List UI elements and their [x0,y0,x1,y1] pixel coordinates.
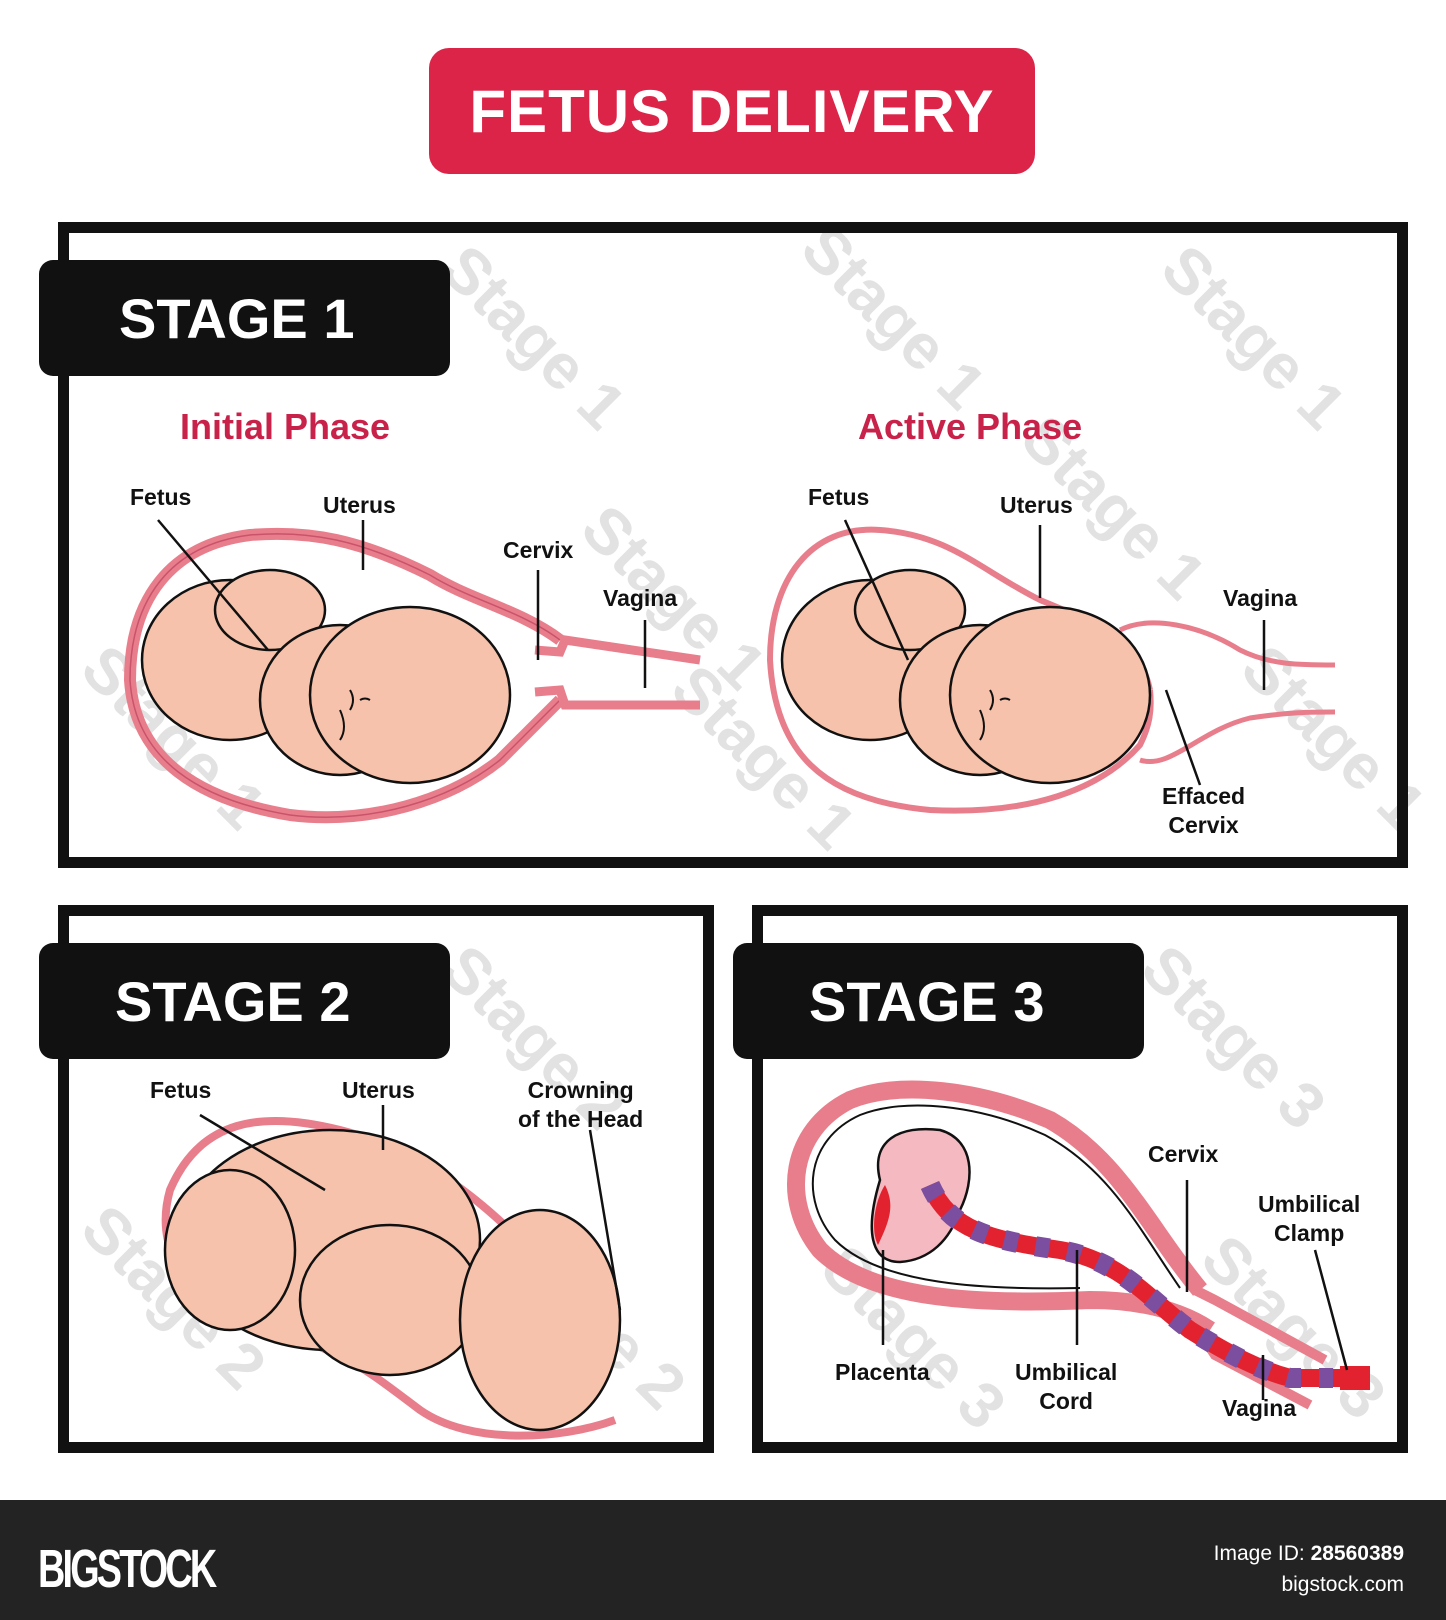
label-crowning-line1: Crowning [527,1077,634,1103]
label-fetus: Fetus [808,484,870,510]
label-effaced-cervix-line1: Effaced [1162,783,1246,809]
umbilical-clamp-shape [1340,1366,1370,1390]
label-uterus: Uterus [1000,492,1073,518]
stage-2-illustration [161,1105,622,1440]
fetus-leader [843,519,910,661]
label-crowning-of-the-head: Crowning of the Head [518,1076,643,1134]
footer-bar: BIGSTOCK Image ID: 28560389 bigstock.com [0,1500,1446,1620]
label-uterus: Uterus [342,1077,415,1103]
title-badge: FETUS DELIVERY [429,48,1035,174]
label-umbilical-cord-line1: Umbilical [1015,1359,1118,1385]
label-effaced-cervix-line2: Cervix [1168,812,1239,838]
label-fetus: Fetus [130,484,192,510]
label-vagina: Vagina [603,585,678,611]
page-title: FETUS DELIVERY [469,77,995,145]
label-umbilical-cord-line2: Cord [1039,1388,1093,1414]
stage-2-tab-label: STAGE 2 [115,969,351,1033]
fetus-leader [199,1113,326,1192]
label-cervix: Cervix [1148,1141,1219,1167]
image-id: Image ID: 28560389 [1214,1542,1404,1566]
label-uterus: Uterus [323,492,396,518]
label-placenta: Placenta [835,1359,930,1385]
label-fetus: Fetus [150,1077,212,1103]
active-phase-illustration [766,519,1336,814]
stage-1-tab: STAGE 1 [39,260,450,376]
fetus-leader [157,519,269,651]
label-umbilical-clamp-line2: Clamp [1273,1220,1345,1246]
stage-1-tab-label: STAGE 1 [119,286,355,350]
stage-3-illustration [787,1080,1370,1410]
image-id-value: 28560389 [1310,1542,1404,1565]
image-id-label: Image ID: [1213,1542,1305,1565]
stage-3-tab-label: STAGE 3 [809,969,1045,1033]
label-vagina: Vagina [1223,585,1298,611]
label-crowning-line2: of the Head [518,1106,644,1132]
stage-1-panel [58,222,1408,868]
label-umbilical-clamp: Umbilical Clamp [1258,1190,1360,1248]
umbilical-clamp-leader [1313,1249,1349,1371]
initial-phase-heading: Initial Phase [180,406,391,447]
stage-3-tab: STAGE 3 [733,943,1144,1059]
label-vagina: Vagina [1222,1395,1297,1421]
stage-2-tab: STAGE 2 [39,943,450,1059]
effaced-cervix-leader [1164,689,1202,786]
label-effaced-cervix: Effaced Cervix [1162,782,1245,840]
bigstock-logo: BIGSTOCK [38,1539,217,1599]
label-umbilical-clamp-line1: Umbilical [1258,1191,1361,1217]
label-cervix: Cervix [503,537,574,563]
crowning-leader [588,1129,622,1311]
initial-phase-illustration [123,519,701,824]
site-link[interactable]: bigstock.com [1281,1573,1404,1596]
stage-2-panel [58,905,714,1453]
label-umbilical-cord: Umbilical Cord [1015,1358,1117,1416]
stage-3-panel [752,905,1408,1453]
active-phase-heading: Active Phase [858,406,1083,447]
